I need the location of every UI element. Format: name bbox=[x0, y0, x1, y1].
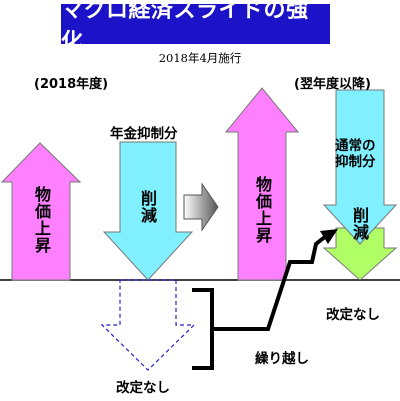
normal-cut-line2: 抑制分 bbox=[335, 154, 376, 170]
normal-cut-line1: 通常の bbox=[335, 138, 376, 154]
bracket bbox=[192, 288, 214, 370]
left-price-rise-arrow bbox=[0, 142, 82, 281]
left-no-revision-label: 改定なし bbox=[116, 380, 170, 396]
page-title: マクロ経済スライドの強化 bbox=[61, 0, 330, 55]
right-reduction-text: 削減 bbox=[350, 207, 369, 241]
carry-over-label: 繰り越し bbox=[255, 351, 309, 367]
right-no-revision-label: 改定なし bbox=[326, 307, 380, 323]
right-reduction-arrow bbox=[322, 89, 398, 245]
right-year-label: (翌年度以降) bbox=[294, 77, 371, 92]
left-year-label: (2018年度) bbox=[34, 77, 109, 92]
left-dashed-arrow bbox=[100, 279, 196, 371]
pension-cut-label: 年金抑制分 bbox=[110, 126, 178, 142]
left-reduction-arrow bbox=[102, 141, 194, 281]
right-price-rise-arrow bbox=[224, 87, 300, 281]
page-subtitle: 2018年4月施行 bbox=[158, 51, 242, 65]
carry-over-arrowhead bbox=[320, 229, 338, 244]
right-price-rise-text: 物価上昇 bbox=[253, 176, 272, 244]
transition-arrow bbox=[183, 182, 219, 232]
left-price-rise-text: 物価上昇 bbox=[32, 186, 51, 254]
carry-over-line bbox=[222, 234, 328, 331]
right-green-arrow bbox=[322, 227, 398, 281]
left-reduction-text: 削減 bbox=[138, 190, 157, 224]
